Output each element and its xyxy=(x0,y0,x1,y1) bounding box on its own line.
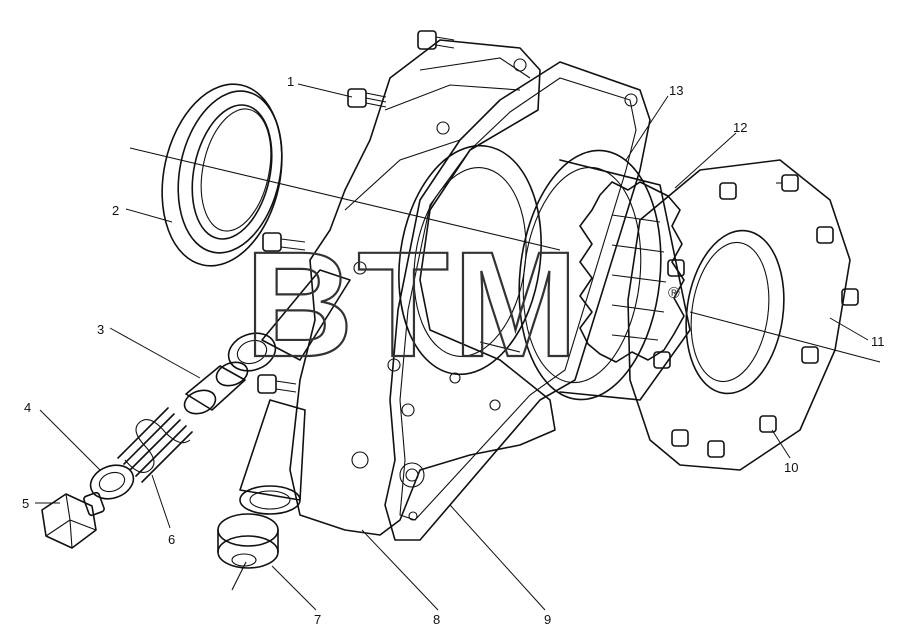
callout-13: 13 xyxy=(669,83,683,98)
callout-5: 5 xyxy=(22,496,29,511)
watermark-text: BTM xyxy=(245,220,582,388)
leader-lines xyxy=(35,83,869,611)
callout-9: 9 xyxy=(544,612,551,627)
part-10-cover-bolts xyxy=(653,174,859,458)
part-8-pump-housing xyxy=(227,39,556,536)
callout-10: 10 xyxy=(784,460,798,475)
part-11-cover-plate xyxy=(627,159,851,471)
callout-11: 11 xyxy=(871,334,885,349)
part-7-cap xyxy=(217,513,279,591)
part-1-bolts xyxy=(257,30,455,394)
part-5-plug xyxy=(41,491,105,549)
part-3-sleeve xyxy=(183,361,249,415)
watermark: BTM ® xyxy=(244,219,680,389)
part-13-gear-rotor xyxy=(518,149,691,401)
callout-8: 8 xyxy=(433,612,440,627)
callout-12: 12 xyxy=(733,120,747,135)
callout-1: 1 xyxy=(287,74,294,89)
callout-labels: 1 2 3 4 5 6 7 8 9 10 11 12 13 xyxy=(22,74,885,627)
callout-3: 3 xyxy=(97,322,104,337)
center-axis-lines xyxy=(129,147,881,363)
part-2-oil-seal xyxy=(161,83,283,267)
callout-7: 7 xyxy=(314,612,321,627)
part-6-spring xyxy=(117,407,193,483)
part-4-washer xyxy=(89,464,135,500)
watermark-registered-mark: ® xyxy=(668,285,680,302)
callout-6: 6 xyxy=(168,532,175,547)
part-12-inner-gear xyxy=(579,181,685,363)
part-9-gasket xyxy=(384,61,651,541)
callout-4: 4 xyxy=(24,400,31,415)
callout-2: 2 xyxy=(112,203,119,218)
